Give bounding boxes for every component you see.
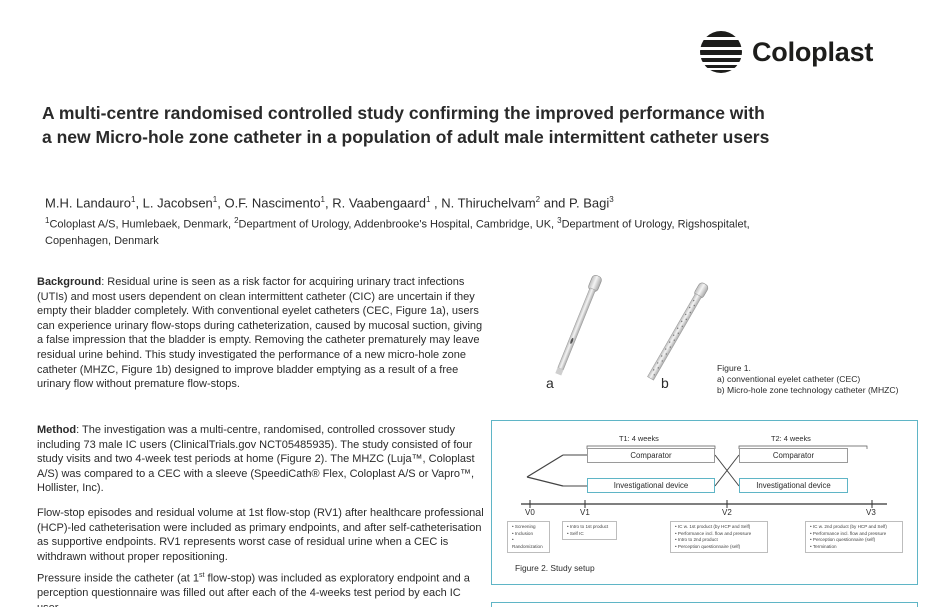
pressure-paragraph: Pressure inside the catheter (at 1st flo…	[37, 569, 484, 607]
background-text: : Residual urine is seen as a risk facto…	[37, 276, 483, 391]
affil-mark: 3	[557, 216, 562, 225]
investigational-box-t1: Investigational device	[587, 478, 715, 493]
activity-item: IC w. 2nd product (by HCP and Self)	[810, 524, 898, 531]
author-affil-mark: 1	[320, 195, 325, 204]
activity-item: Perception questionnaire (self)	[675, 544, 763, 551]
next-panel-frame	[491, 602, 918, 607]
figure-2-diagram-lines	[521, 445, 887, 508]
visit-v1-activities: Intro to 1st product Self IC	[562, 521, 617, 541]
visit-v2: V2	[722, 508, 732, 517]
activity-item: Inclusion	[512, 531, 545, 538]
figure-1-caption-a: a) conventional eyelet catheter (CEC)	[717, 374, 861, 384]
author-affil-mark: 1	[212, 195, 218, 204]
visit-v3: V3	[866, 508, 876, 517]
figure-1-catheters	[555, 275, 709, 381]
author-affil-mark: 3	[609, 195, 614, 204]
affiliation: Department of Urology, Addenbrooke's Hos…	[238, 218, 558, 231]
figure-2-caption: Figure 2. Study setup	[515, 563, 595, 573]
activity-item: Termination	[810, 544, 898, 551]
pressure-text: flow-stop) was included as exploratory e…	[37, 572, 470, 607]
method-text: : The investigation was a multi-centre, …	[37, 424, 475, 495]
period-1-label: T1: 4 weeks	[619, 434, 659, 443]
title-line-1: A multi-centre randomised controlled stu…	[42, 103, 765, 123]
author-affil-mark: 2	[535, 195, 541, 204]
figure-1-label-b: b	[661, 375, 669, 391]
flowstop-paragraph: Flow-stop episodes and residual volume a…	[37, 507, 484, 563]
brand-name: Coloplast	[752, 36, 874, 67]
background-heading: Background	[37, 276, 102, 288]
activity-item: IC w. 1st product (by HCP and Self)	[675, 524, 763, 531]
activity-item: Self IC	[567, 531, 612, 538]
author: and P. Bagi	[540, 195, 610, 211]
visit-v0-activities: Screening Inclusion Randomization	[507, 521, 550, 554]
affil-mark: 2	[234, 216, 239, 225]
affiliation: Copenhagen, Denmark	[45, 234, 159, 247]
comparator-box-t2: Comparator	[739, 448, 848, 463]
poster-title: A multi-centre randomised controlled stu…	[42, 101, 902, 149]
author-list: M.H. Landauro1, L. Jacobsen1, O.F. Nasci…	[45, 195, 614, 210]
figure-2-frame	[491, 420, 918, 585]
coloplast-logo: Coloplast	[699, 30, 873, 74]
background-paragraph: Background: Residual urine is seen as a …	[37, 275, 484, 392]
figure-1-label-a: a	[546, 375, 554, 391]
figure-1-caption-b: b) Micro-hole zone technology catheter (…	[717, 385, 899, 395]
visit-v0: V0	[525, 508, 535, 517]
comparator-box-t1: Comparator	[587, 448, 715, 463]
pressure-sup: st	[199, 572, 205, 579]
catheter-a-image	[555, 275, 602, 376]
method-paragraph: Method: The investigation was a multi-ce…	[37, 423, 484, 496]
activity-item: Intro to 1st product	[567, 524, 612, 531]
author: , R. Vaabengaard	[325, 195, 426, 211]
affiliation: Coloplast A/S, Humlebaek, Denmark,	[49, 218, 235, 231]
affiliation: Department of Urology, Rigshospitalet,	[561, 218, 750, 231]
activity-item: Performance incl. flow and pressure	[810, 531, 898, 538]
pressure-text: Pressure inside the catheter (at 1	[37, 572, 200, 585]
author: , L. Jacobsen	[135, 195, 213, 211]
visit-v2-activities: IC w. 1st product (by HCP and Self) Perf…	[670, 521, 768, 554]
method-heading: Method	[37, 424, 77, 436]
investigational-box-t2: Investigational device	[739, 478, 848, 493]
coloplast-logo-icon	[700, 31, 742, 73]
activity-item: Performance incl. flow and pressure	[675, 531, 763, 538]
author-affil-mark: 1	[131, 195, 136, 204]
affil-mark: 1	[45, 216, 50, 225]
affiliations: 1Coloplast A/S, Humlebaek, Denmark, 2Dep…	[45, 213, 825, 249]
visit-v1: V1	[580, 508, 590, 517]
author: , N. Thiruchelvam	[430, 195, 536, 211]
figure-1-caption-title: Figure 1.	[717, 363, 751, 373]
author-affil-mark: 1	[425, 195, 431, 204]
activity-item: Perception questionnaire (self)	[810, 537, 898, 544]
visit-v3-activities: IC w. 2nd product (by HCP and Self) Perf…	[805, 521, 903, 554]
catheter-b-image	[647, 282, 709, 381]
author: , O.F. Nascimento	[217, 195, 321, 211]
period-2-label: T2: 4 weeks	[771, 434, 811, 443]
activity-item: Randomization	[512, 537, 545, 550]
author: M.H. Landauro	[45, 195, 131, 211]
activity-item: Intro to 2nd product	[675, 537, 763, 544]
activity-item: Screening	[512, 524, 545, 531]
figure-1-caption: Figure 1. a) conventional eyelet cathete…	[717, 363, 899, 396]
title-line-2: a new Micro-hole zone catheter in a popu…	[42, 127, 770, 147]
